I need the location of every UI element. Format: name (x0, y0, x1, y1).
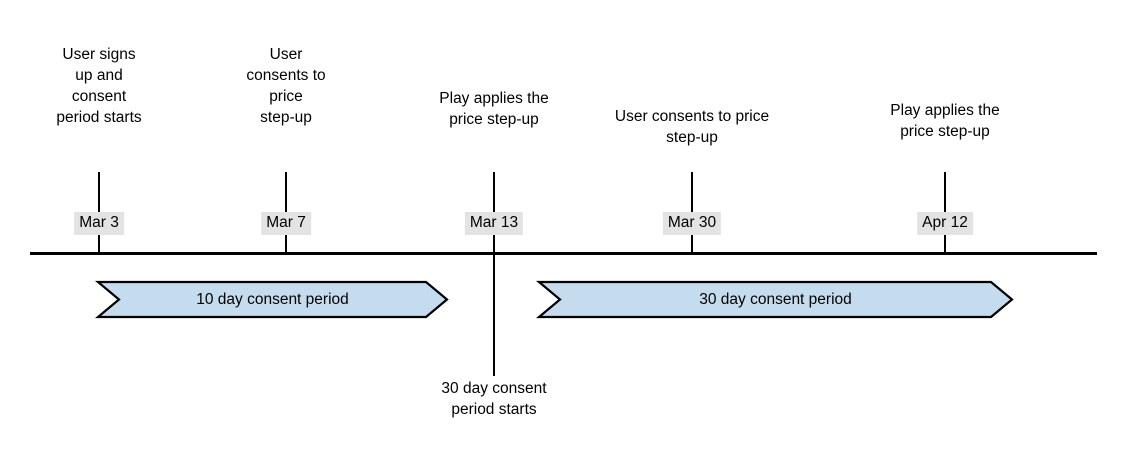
event-date-chip[interactable]: Mar 30 (662, 212, 722, 235)
timeline-axis (30, 252, 1097, 255)
consent-period-banner[interactable]: 10 day consent period (94, 280, 449, 319)
banner-chevron-shape (535, 280, 1014, 319)
banner-chevron-shape (94, 280, 449, 319)
event-label: Play applies the price step-up (439, 90, 549, 128)
event-label: User consents to price step-up (246, 46, 326, 126)
event-label: Play applies the price step-up (890, 102, 1000, 140)
event-date-chip[interactable]: Apr 12 (917, 212, 973, 235)
event-date-chip[interactable]: Mar 7 (261, 212, 311, 235)
event-date-chip[interactable]: Mar 3 (74, 212, 124, 235)
event-label: User signs up and consent period starts (56, 46, 142, 126)
below-axis-note: 30 day consent period starts (441, 380, 547, 418)
below-axis-tick-line (493, 252, 495, 376)
consent-period-banner[interactable]: 30 day consent period (535, 280, 1014, 319)
event-date-chip[interactable]: Mar 13 (464, 212, 524, 235)
event-label: User consents to price step-up (614, 108, 770, 146)
